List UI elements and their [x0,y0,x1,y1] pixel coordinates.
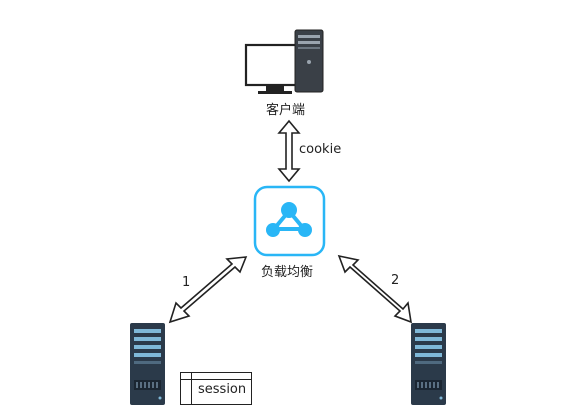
session-store-box: session [180,372,252,405]
bidirectional-arrow-cookie [277,119,301,183]
load-balancer-label: 负载均衡 [261,265,314,280]
client-label: 客户端 [266,103,306,118]
edge-label-2: 2 [391,273,400,288]
bidirectional-arrow-2 [337,254,413,324]
load-balancer-share-icon [253,185,326,257]
edge-label-cookie: cookie [299,142,342,157]
edge-label-1: 1 [182,275,191,290]
server-rack-icon [130,323,165,405]
session-label: session [198,382,247,397]
desktop-computer-icon [244,29,324,94]
bidirectional-arrow-1 [168,256,248,324]
server-rack-icon [411,323,446,405]
